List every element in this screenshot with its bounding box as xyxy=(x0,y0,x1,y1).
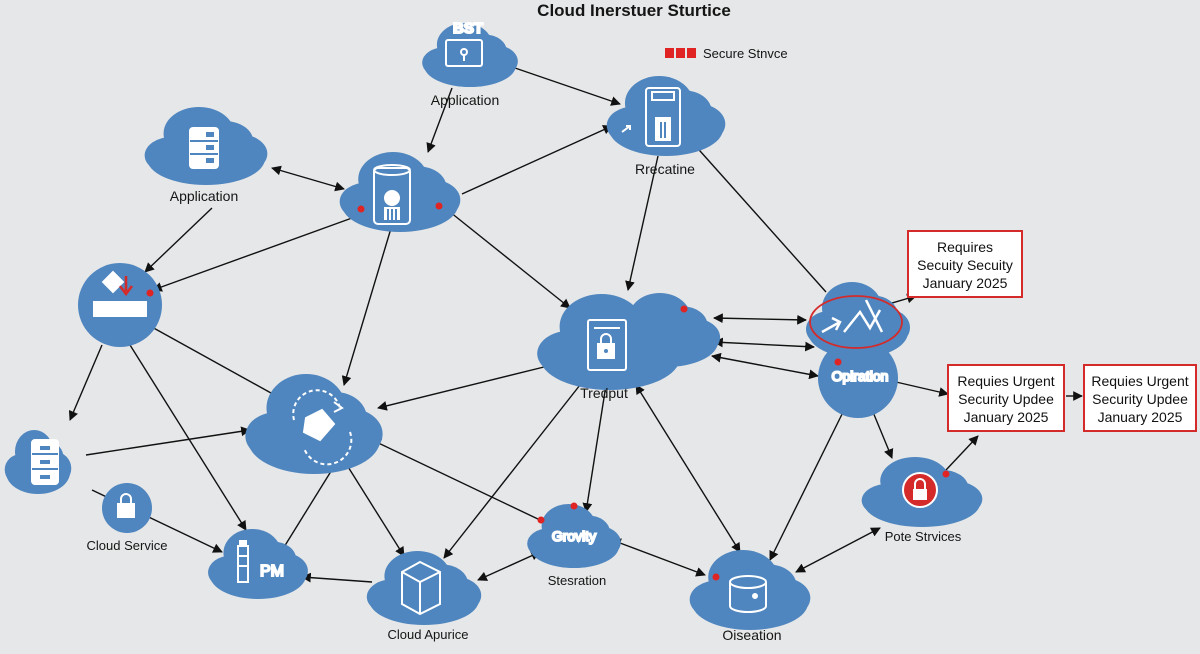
callout-line: Requies Urgent xyxy=(1091,373,1189,389)
legend-label: Secure Stnvce xyxy=(703,46,788,61)
node-label: Application xyxy=(170,188,239,204)
icon-layer: BST xyxy=(31,19,938,616)
cloud-node-grovity xyxy=(527,504,621,568)
connection-arrow xyxy=(795,527,881,573)
lock-panel-icon xyxy=(445,39,483,67)
node-label: Cloud Apurice xyxy=(388,627,469,642)
status-dot xyxy=(570,502,578,510)
node-label: Oiseation xyxy=(722,627,781,643)
connection-arrow xyxy=(149,325,281,399)
status-dot xyxy=(834,358,842,366)
ordrit-inner-label: ORDRIT xyxy=(99,304,141,316)
legend: Secure Stnvce xyxy=(665,46,788,61)
pm-inner-label: PM xyxy=(260,563,284,580)
connection-arrow xyxy=(514,67,621,106)
battery-icon xyxy=(237,540,249,583)
legend-swatch xyxy=(665,48,674,58)
cloud-node-pm xyxy=(208,529,308,599)
connection-arrow xyxy=(945,435,979,471)
bst-inner-label: BST xyxy=(453,20,483,37)
connection-arrow xyxy=(449,211,571,309)
connection-arrow xyxy=(477,551,541,581)
lock-icon xyxy=(117,493,135,518)
legend-swatch xyxy=(676,48,685,58)
connection-arrow xyxy=(426,87,453,153)
status-dot xyxy=(435,202,443,210)
box-icon xyxy=(401,560,441,616)
connection-lines xyxy=(68,67,1083,583)
connection-arrow xyxy=(713,313,807,325)
connection-arrow xyxy=(341,224,393,386)
cloud-node-cloud-apurice xyxy=(366,551,482,626)
callout-line: Security Updee xyxy=(958,391,1054,407)
callout-line: January 2025 xyxy=(922,275,1008,291)
connection-arrow xyxy=(625,155,659,291)
red-lock-icon xyxy=(902,472,938,508)
node-label: Application xyxy=(431,92,500,108)
connection-arrow xyxy=(144,207,213,273)
connection-arrow xyxy=(301,572,373,583)
sync-cycle-icon xyxy=(292,389,353,466)
diagram-title: Cloud Inerstuer Sturtice xyxy=(537,1,731,20)
disk-icon xyxy=(729,575,767,613)
cloud-node-oiseation xyxy=(689,550,811,630)
opration-inner-label: Opiration xyxy=(832,368,889,384)
callout-line: Requies Urgent xyxy=(957,373,1055,389)
node-labels: Application Application Rrecatine Tredpu… xyxy=(87,92,962,643)
status-dot xyxy=(357,205,365,213)
security-callout: Requies Urgent Security Updee January 20… xyxy=(1083,364,1197,432)
connection-arrow xyxy=(691,141,827,293)
server-cylinder-icon xyxy=(621,87,681,147)
connection-arrow xyxy=(271,165,345,192)
status-dot xyxy=(942,470,950,478)
legend-swatch xyxy=(687,48,696,58)
connection-arrow xyxy=(443,384,581,559)
connection-arrow xyxy=(769,397,851,561)
callout-line: January 2025 xyxy=(963,409,1049,425)
server-stack-icon xyxy=(189,127,219,169)
status-dot xyxy=(537,516,545,524)
security-callout: Requies Urgent Security Updee January 20… xyxy=(947,364,1065,432)
connection-arrow xyxy=(582,384,607,513)
network-arrows-icon xyxy=(821,299,884,334)
connection-arrow xyxy=(377,365,549,411)
connection-arrow xyxy=(711,352,819,380)
status-dot xyxy=(712,573,720,581)
diamond-arrow-icon xyxy=(93,270,147,317)
callout-line: Requires xyxy=(936,239,994,255)
connection-arrow xyxy=(152,217,353,292)
callout-line: Security Updee xyxy=(1092,391,1188,407)
connection-arrow xyxy=(129,344,247,531)
status-dots xyxy=(146,202,950,581)
connection-arrow xyxy=(611,538,706,577)
node-label: Cloud Service xyxy=(87,538,168,553)
connection-arrow xyxy=(895,381,949,397)
status-dot xyxy=(680,305,688,313)
database-icon xyxy=(31,439,59,485)
status-dot xyxy=(146,289,154,297)
connection-arrow xyxy=(275,459,339,561)
connection-arrow xyxy=(344,461,405,557)
node-label: Pote Strvices xyxy=(885,529,962,544)
node-label: Tredput xyxy=(580,385,628,401)
connection-arrow xyxy=(461,125,613,195)
security-callout: Requires Secuity Secuity January 2025 xyxy=(907,230,1023,298)
connection-arrow xyxy=(635,384,741,553)
database-lock-icon xyxy=(373,164,411,225)
connection-arrow xyxy=(713,337,815,352)
callout-line: January 2025 xyxy=(1097,409,1183,425)
node-label: Rrecatine xyxy=(635,161,695,177)
connection-arrow xyxy=(371,439,541,521)
callout-line: Secuity Secuity xyxy=(917,257,1013,273)
lock-panel-icon xyxy=(587,319,627,371)
node-label: Stesration xyxy=(548,573,607,588)
connection-arrow xyxy=(68,344,103,421)
circle-node-opration xyxy=(818,338,898,418)
connection-arrow xyxy=(85,426,251,456)
alert-ring xyxy=(809,295,903,349)
grovity-inner-label: Grovity xyxy=(552,528,596,544)
